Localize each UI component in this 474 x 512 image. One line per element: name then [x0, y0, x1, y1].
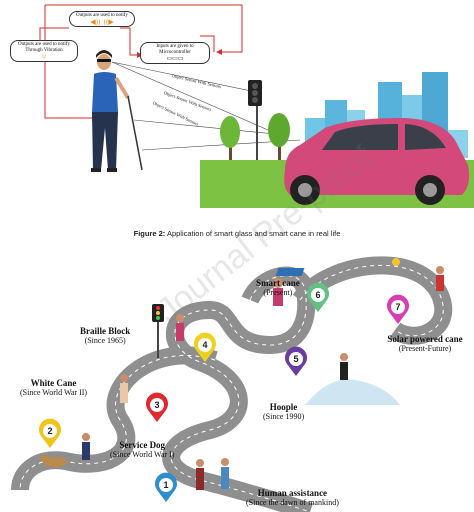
- milestone-title-2: White Cane: [30, 378, 77, 388]
- milestone-label-6: Smart cane (Present): [256, 278, 300, 298]
- traffic-light: [248, 80, 262, 165]
- pin-inner-circle: [150, 398, 164, 412]
- pin-number: 3: [154, 400, 159, 410]
- vibration-icon: \|/: [41, 54, 47, 60]
- pin-inner-circle: [311, 288, 325, 302]
- pin-inner-circle: [289, 352, 303, 366]
- pin-number: 1: [163, 480, 168, 490]
- milestone-label-7: Solar powered cane (Present-Future): [385, 334, 465, 354]
- inputs-box: Inputs are given to Microcontroller ▭▭▭: [140, 42, 210, 64]
- milestone-subtitle-5: (Since 1990): [263, 412, 305, 421]
- pin-number: 4: [202, 340, 207, 350]
- milestone-subtitle-4: (Since 1965): [84, 336, 126, 345]
- pin-number: 2: [47, 426, 52, 436]
- pin-inner-circle: [159, 478, 173, 492]
- pin-inner-circle: [198, 338, 212, 352]
- pin-number: 6: [315, 290, 320, 300]
- milestone-title-6: Smart cane: [256, 278, 300, 288]
- pin-number: 5: [293, 354, 298, 364]
- milestone-pin-3: 3: [146, 392, 168, 422]
- milestone-pin-5: 5: [284, 346, 307, 376]
- milestone-pin-4: 4: [194, 332, 216, 362]
- milestone-subtitle-7: (Present-Future): [398, 344, 452, 353]
- caption-label: Figure 2:: [133, 229, 166, 238]
- milestone-pin-2: 2: [39, 418, 61, 448]
- figure-caption: Figure 2: Application of smart glass and…: [0, 229, 474, 238]
- trees: [220, 113, 290, 165]
- pin-inner-circle: [43, 424, 57, 438]
- caption-text: Application of smart glass and smart can…: [165, 229, 341, 238]
- outputs-notify-box: Outputs are used to notify ◀)) ((▶: [69, 11, 135, 27]
- outputs-notify-text: Outputs are used to notify: [76, 13, 128, 18]
- milestone-title-7: Solar powered cane: [387, 334, 463, 344]
- solar-panel: [275, 258, 400, 276]
- milestone-label-3: Service Dog (Since World War I): [110, 440, 174, 460]
- outputs-vibration-text: Outputs are used to notify Through Vibra…: [18, 42, 70, 53]
- milestone-label-2: White Cane (Since World War II): [20, 378, 87, 398]
- milestone-title-3: Service Dog: [119, 440, 166, 450]
- braille-traffic-light: [152, 304, 164, 358]
- milestone-subtitle-6: (Present): [263, 288, 293, 297]
- milestone-subtitle-1: (Since the dawn of mankind): [246, 498, 339, 507]
- inputs-text: Inputs are given to Microcontroller: [156, 44, 194, 55]
- microcontroller-icon: ▭▭▭: [166, 56, 184, 62]
- pink-car: [284, 118, 470, 205]
- milestone-label-5: Hoople (Since 1990): [263, 402, 304, 422]
- milestone-pin-1: 1: [155, 472, 177, 502]
- milestone-label-1: Human assistance (Since the dawn of mank…: [246, 488, 339, 508]
- milestone-subtitle-3: (Since World War I): [110, 450, 175, 459]
- milestone-subtitle-2: (Since World War II): [20, 388, 88, 397]
- timeline-people: [82, 266, 444, 490]
- guide-dog: [40, 454, 67, 467]
- milestone-title-4: Braille Block: [80, 326, 131, 336]
- milestone-pin-6: 6: [306, 282, 329, 312]
- snow-patch: [305, 379, 400, 405]
- milestone-pin-7: 7: [386, 294, 409, 324]
- milestone-title-5: Hoople: [269, 402, 298, 412]
- outputs-vibration-box: Outputs are used to notify Through Vibra…: [10, 40, 78, 62]
- blind-person-figure: [91, 50, 143, 172]
- speaker-icon: ◀)) ((▶: [90, 18, 114, 26]
- pin-inner-circle: [391, 300, 405, 314]
- pin-number: 7: [395, 302, 400, 312]
- milestone-title-1: Human assistance: [257, 488, 328, 498]
- milestone-label-4: Braille Block (Since 1965): [80, 326, 130, 346]
- milestone-pins: 1 2 3 4 5 6 7: [39, 282, 409, 502]
